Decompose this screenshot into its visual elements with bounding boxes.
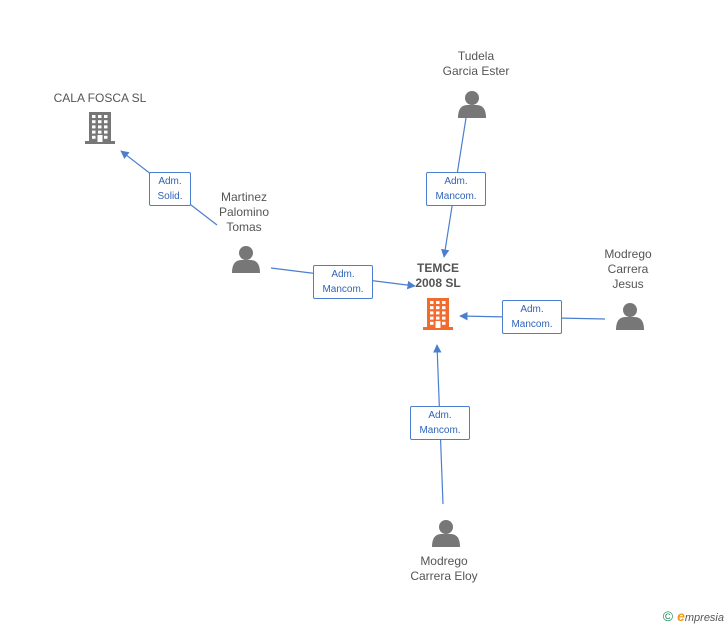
brand-name: mpresia [684,612,724,624]
edge-label-martinez-to-temce[interactable]: Adm. Mancom. [313,265,373,299]
edge-label-tudela-to-temce[interactable]: Adm. Mancom. [426,172,486,206]
brand-logo: ©empresia [663,608,724,624]
node-label-tudela[interactable]: Tudela Garcia Ester [442,49,510,78]
node-label-temce[interactable]: TEMCE 2008 SL [415,261,461,290]
node-tudela-person-icon[interactable] [458,91,486,118]
node-label-martinez[interactable]: Martinez Palomino Tomas [218,190,270,234]
node-martinez-person-icon[interactable] [232,246,260,273]
edge-label-martinez-to-cala[interactable]: Adm. Solid. [149,172,191,206]
edge-label-modrego_jesus-to-temce[interactable]: Adm. Mancom. [502,300,562,334]
brand-initial: e [677,608,685,624]
node-cala-building-icon[interactable] [85,112,115,144]
node-modrego_jesus-person-icon[interactable] [616,303,644,330]
nodes-layer [85,91,644,547]
edge-label-modrego_eloy-to-temce[interactable]: Adm. Mancom. [410,406,470,440]
copyright-icon: © [662,608,674,624]
node-modrego_eloy-person-icon[interactable] [432,520,460,547]
node-label-modrego_eloy[interactable]: Modrego Carrera Eloy [410,554,478,583]
node-label-modrego_jesus[interactable]: Modrego Carrera Jesus [604,247,652,291]
node-temce-building-icon[interactable] [423,298,453,330]
node-label-cala[interactable]: CALA FOSCA SL [53,91,147,105]
